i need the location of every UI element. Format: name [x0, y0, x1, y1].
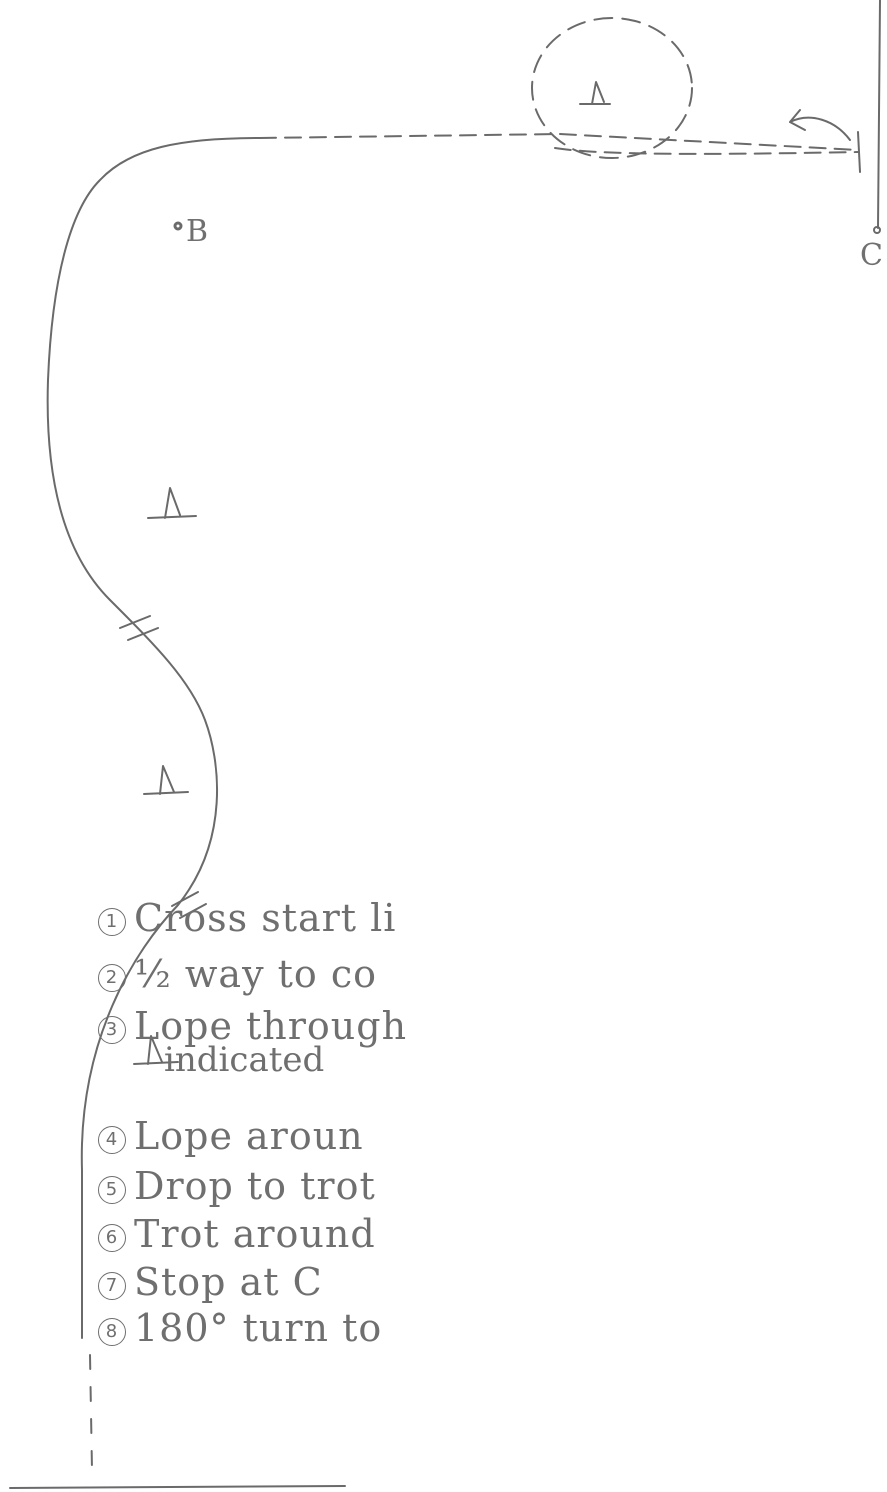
step-6: 6 Trot around [98, 1212, 376, 1256]
step-7: 7 Stop at C [98, 1260, 323, 1304]
step-4: 4 Lope aroun [98, 1114, 364, 1158]
step-number: 5 [98, 1176, 126, 1204]
step-text: ½ way to co [134, 952, 377, 996]
step-text: Trot around [134, 1212, 376, 1256]
step-text: Cross start li [134, 896, 396, 940]
step-2: 2 ½ way to co [98, 952, 377, 996]
step-1: 1 Cross start li [98, 896, 396, 940]
step-number: 8 [98, 1318, 126, 1346]
step-text: Lope aroun [134, 1114, 364, 1158]
step-3-continued: indicated [164, 1040, 324, 1080]
step-5: 5 Drop to trot [98, 1164, 376, 1208]
step-text: 180° turn to [134, 1306, 382, 1350]
step-number: 3 [98, 1016, 126, 1044]
step-8: 8 180° turn to [98, 1306, 382, 1350]
step-text: Stop at C [134, 1260, 323, 1304]
step-number: 6 [98, 1224, 126, 1252]
step-number: 2 [98, 964, 126, 992]
step-text: Drop to trot [134, 1164, 376, 1208]
step-number: 4 [98, 1126, 126, 1154]
step-number: 7 [98, 1272, 126, 1300]
step-number: 1 [98, 908, 126, 936]
